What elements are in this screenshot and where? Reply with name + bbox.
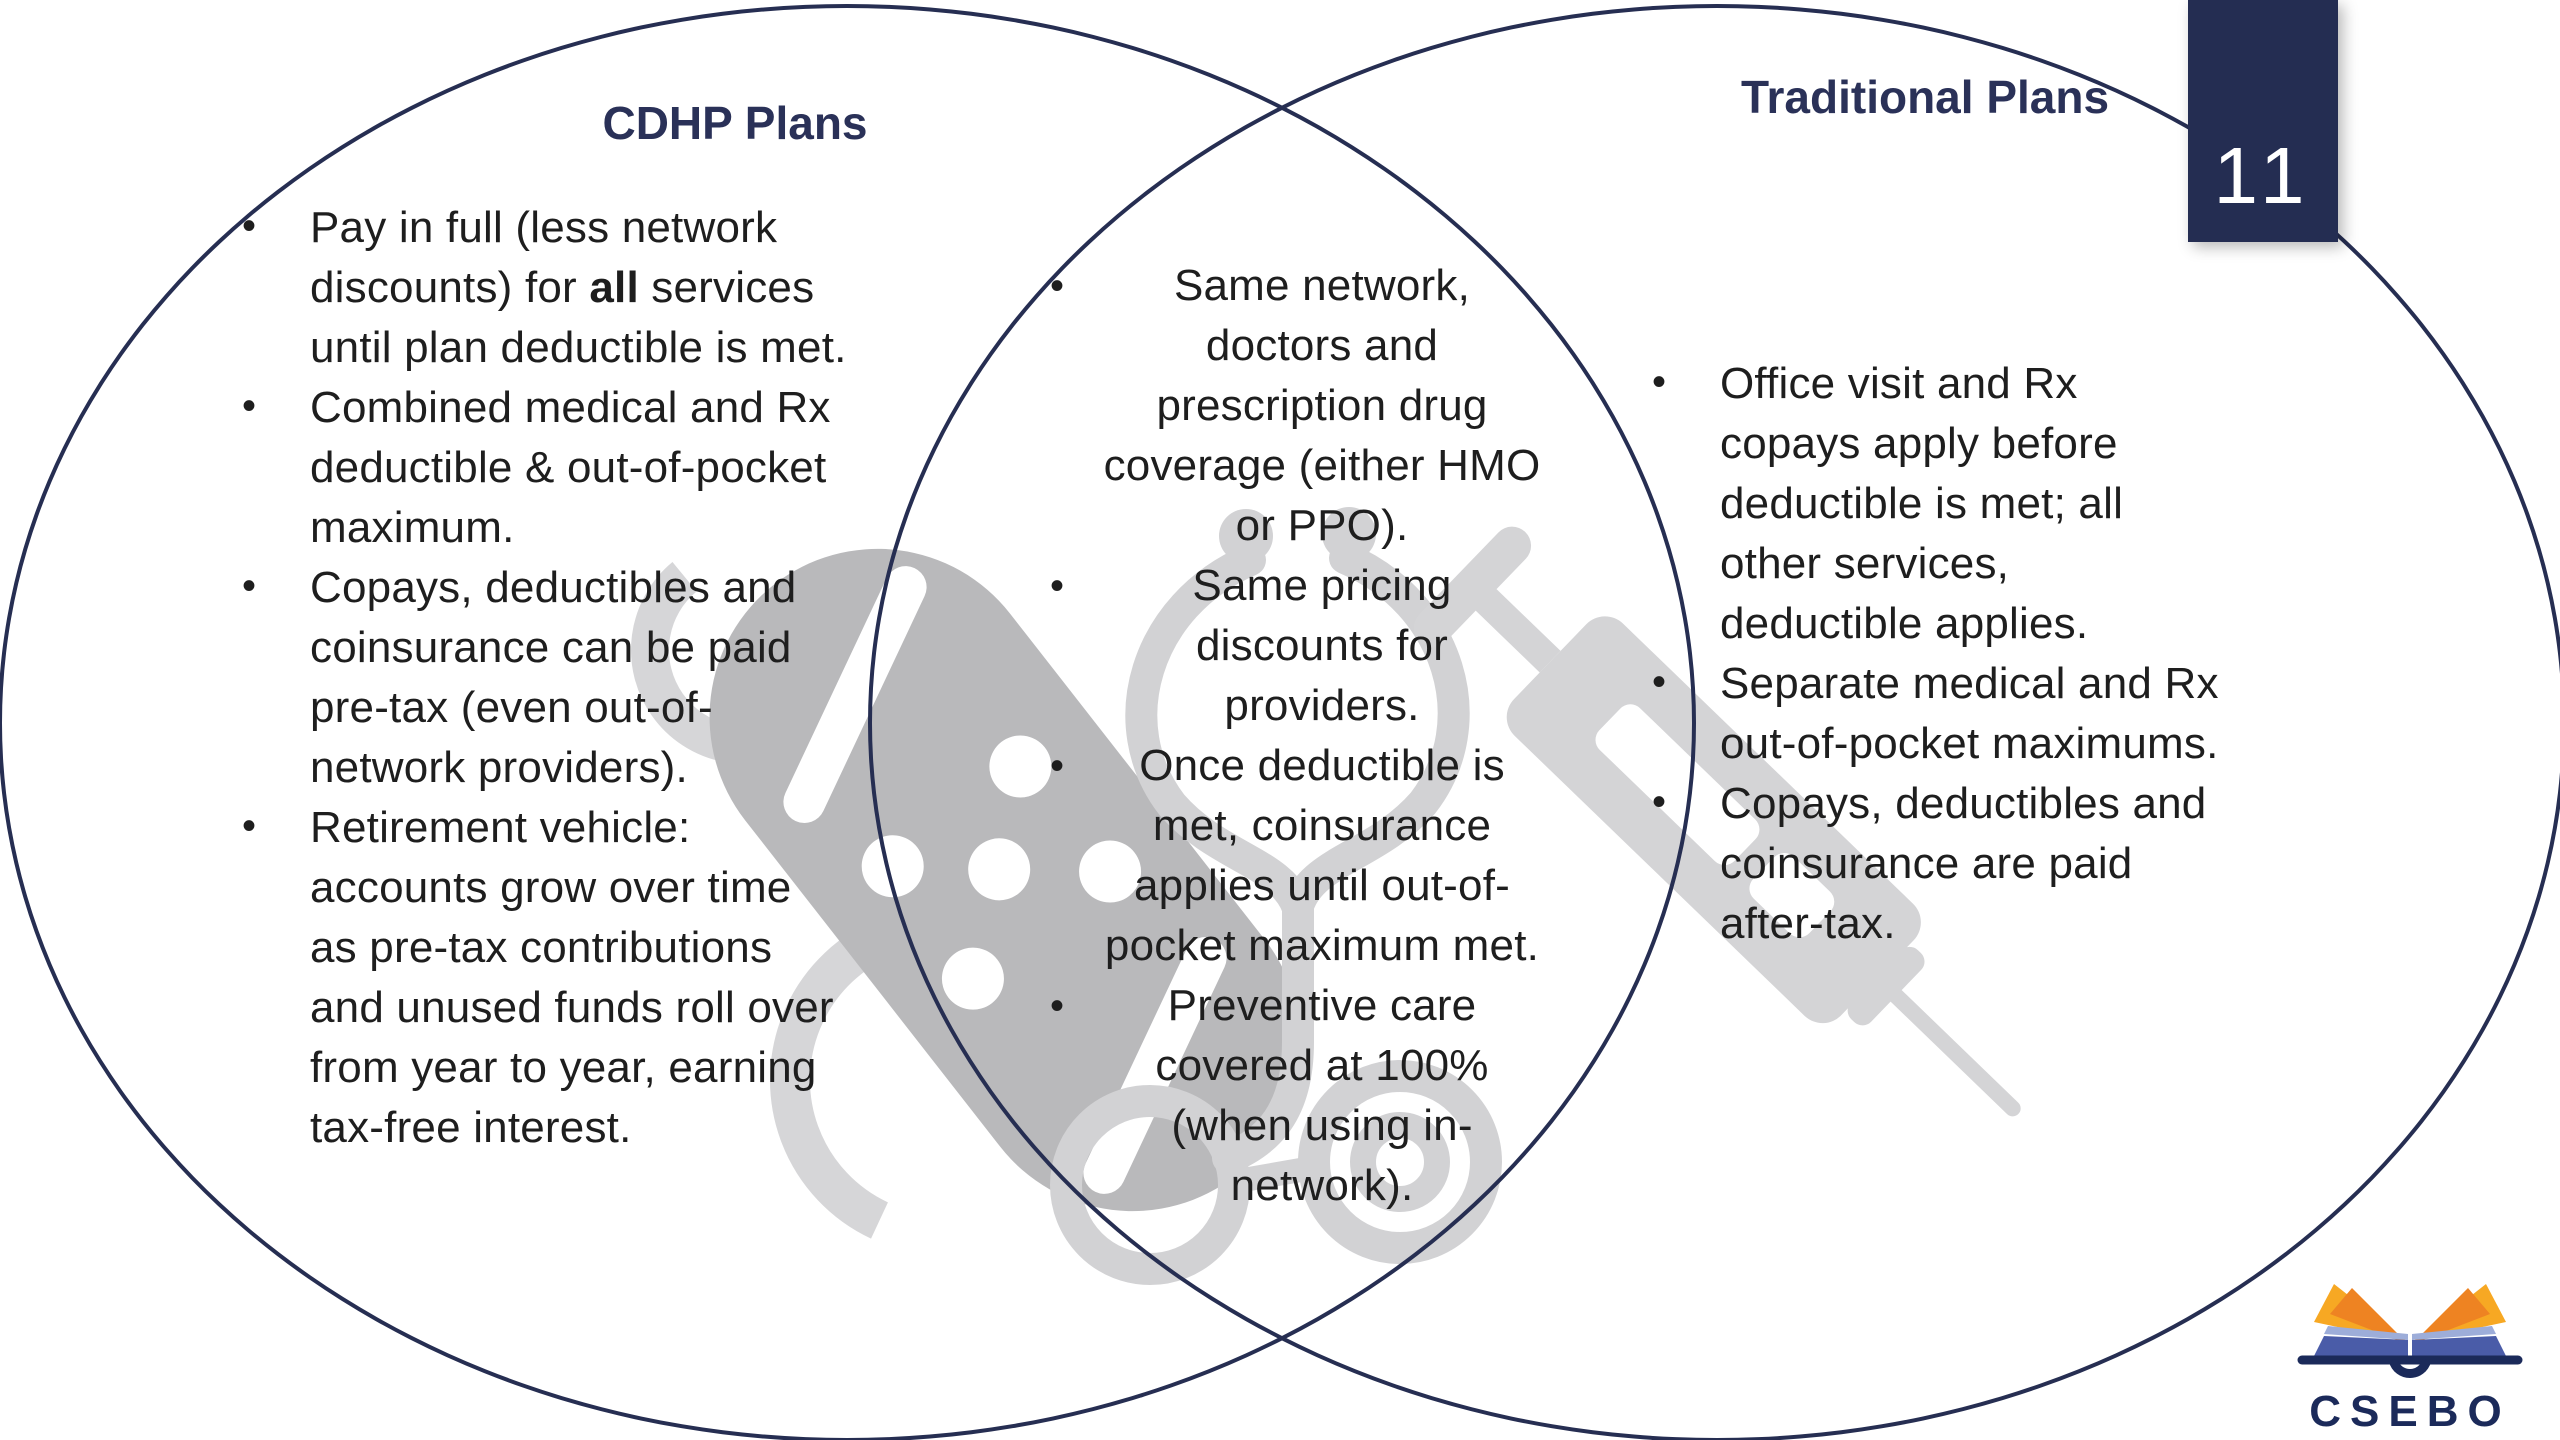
page-number-tab: 11 [2188,0,2338,242]
list-item: • Combined medical and Rx deductible & o… [238,378,850,558]
bullet-text: Once deductible is met, coinsurance appl… [1104,741,1540,970]
list-item: • Same pricing discounts for providers. [1046,556,1542,736]
list-item: • Same network, doctors and prescription… [1046,256,1542,556]
right-circle-outline [868,4,2560,1440]
bullet-text: Pay in full (less network discounts) for… [310,203,847,372]
list-item: • Once deductible is met, coinsurance ap… [1046,736,1542,976]
bullet-text: Preventive care covered at 100% (when us… [1155,981,1489,1210]
list-item: • Separate medical and Rx out-of-pocket … [1648,654,2220,774]
bullet-text: Same network, doctors and prescription d… [1103,261,1541,550]
list-item: • Copays, deductibles and coinsurance ca… [238,558,850,798]
bullet-dot: • [1652,660,1667,704]
left-circle-title: CDHP Plans [602,97,868,149]
bullet-dot: • [1050,984,1065,1028]
list-item: • Office visit and Rx copays apply befor… [1648,354,2220,654]
bullet-text: Combined medical and Rx deductible & out… [310,383,831,552]
bullet-dot: • [242,204,257,248]
list-item: • Copays, deductibles and coinsurance ar… [1648,774,2220,954]
csebo-logo-text: CSEBO [2309,1387,2511,1436]
right-circle-title: Traditional Plans [1740,71,2110,123]
bullet-dot: • [242,564,257,608]
bullet-dot: • [1050,564,1065,608]
bullet-dot: • [1652,780,1667,824]
bullet-dot: • [1050,744,1065,788]
bullet-dot: • [1050,264,1065,308]
bullet-dot: • [242,804,257,848]
list-item: • Preventive care covered at 100% (when … [1046,976,1542,1216]
bullet-text: Copays, deductibles and coinsurance can … [310,563,797,792]
right-bullet-list: • Office visit and Rx copays apply befor… [1648,354,2220,954]
bullet-text: Retirement vehicle: accounts grow over t… [310,803,834,1152]
bullet-text: Same pricing discounts for providers. [1192,561,1452,730]
bullet-dot: • [1652,360,1667,404]
bullet-text: Copays, deductibles and coinsurance are … [1720,779,2207,948]
list-item: • Pay in full (less network discounts) f… [238,198,850,378]
page-number: 11 [2213,131,2313,220]
bullet-text: Separate medical and Rx out-of-pocket ma… [1720,659,2219,768]
bullet-text: Office visit and Rx copays apply before … [1720,359,2124,648]
bullet-dot: • [242,384,257,428]
open-book-icon [2297,1284,2523,1378]
overlap-bullet-list: • Same network, doctors and prescription… [1046,256,1542,1216]
csebo-logo: CSEBO [2288,1278,2532,1437]
list-item: • Retirement vehicle: accounts grow over… [238,798,850,1158]
left-bullet-list: • Pay in full (less network discounts) f… [238,198,850,1158]
